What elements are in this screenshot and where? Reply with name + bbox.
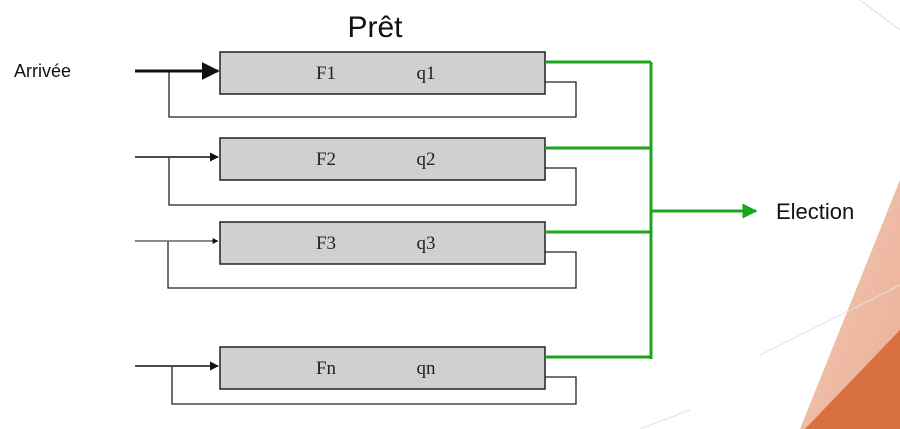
queue-name: F1 [316,63,336,84]
queue-box [219,221,546,265]
queue-quantum: q2 [417,149,436,170]
output-collector [649,62,758,359]
queue-name: Fn [316,358,337,379]
decor-line [639,409,691,429]
decorative-background [639,0,900,429]
decor-line [759,284,900,356]
queue-2: F2 q2 [135,137,651,206]
feedback-loop [171,367,577,405]
feedback-loop [167,242,577,289]
queue-1: F1 q1 [135,51,651,118]
queue-name: F3 [316,233,336,254]
decor-line [859,0,900,31]
queue-quantum: qn [417,358,437,379]
queue-name: F2 [316,149,336,170]
arrival-label: Arrivée [14,61,71,81]
diagram-title: Prêt [347,11,403,44]
decor-orange-triangle [805,330,900,429]
election-label: Election [776,199,854,224]
queue-box [219,137,546,181]
queue-box [219,51,546,95]
queue-3: F3 q3 [135,221,651,289]
feedback-loop [168,72,577,118]
queue-quantum: q1 [417,63,436,84]
queue-box [219,346,546,390]
queue-quantum: q3 [417,233,436,254]
feedback-loop [168,158,577,206]
queue-4: Fn qn [135,346,651,405]
